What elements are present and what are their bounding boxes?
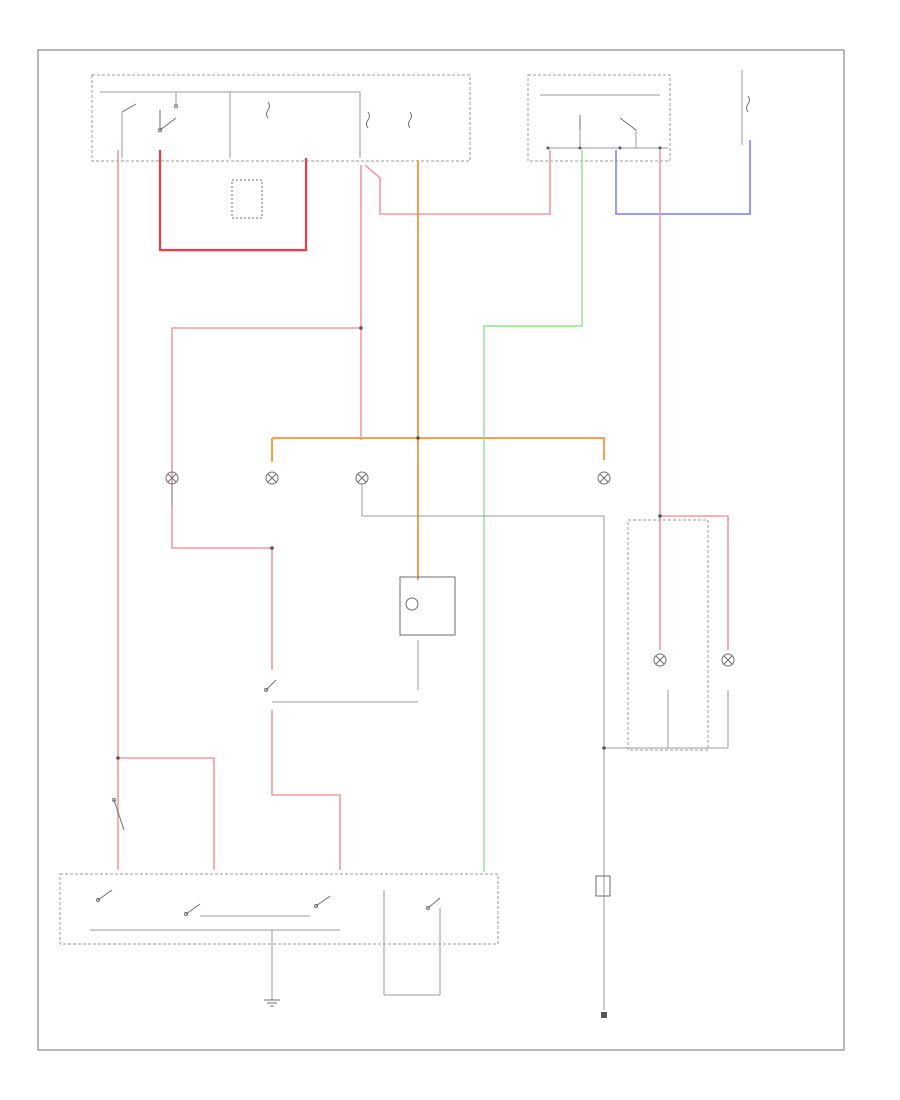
wire-red-top-loop [158, 150, 308, 252]
wire-pink-lower-b [271, 710, 341, 870]
ground-bottom [264, 999, 280, 1007]
wire-green [483, 150, 583, 872]
relay-right [595, 875, 611, 897]
switch-left [112, 798, 125, 831]
wire-pink-lower-a [118, 757, 215, 870]
wire-pink-right-branch [660, 515, 729, 650]
wire-pink-mid [171, 165, 362, 549]
lamp-left [165, 471, 179, 506]
lamp-mid [265, 471, 279, 485]
fuse-relay-block-right [527, 70, 750, 162]
wire-blue [615, 140, 751, 215]
wire-orange-bus [272, 437, 605, 460]
diagram-frame [37, 49, 845, 1051]
lamp-lower-left [653, 653, 667, 667]
combination-switch [59, 873, 499, 1000]
wire-pink-top-bridge [364, 150, 551, 215]
lamp-center [355, 471, 369, 516]
switch-parking-lower [264, 679, 277, 692]
lamp-right [597, 471, 611, 485]
lamp-lower-right [721, 653, 735, 667]
ground-right [601, 1012, 607, 1018]
daytime-module [399, 576, 456, 636]
fuse-relay-box-left [91, 74, 471, 219]
